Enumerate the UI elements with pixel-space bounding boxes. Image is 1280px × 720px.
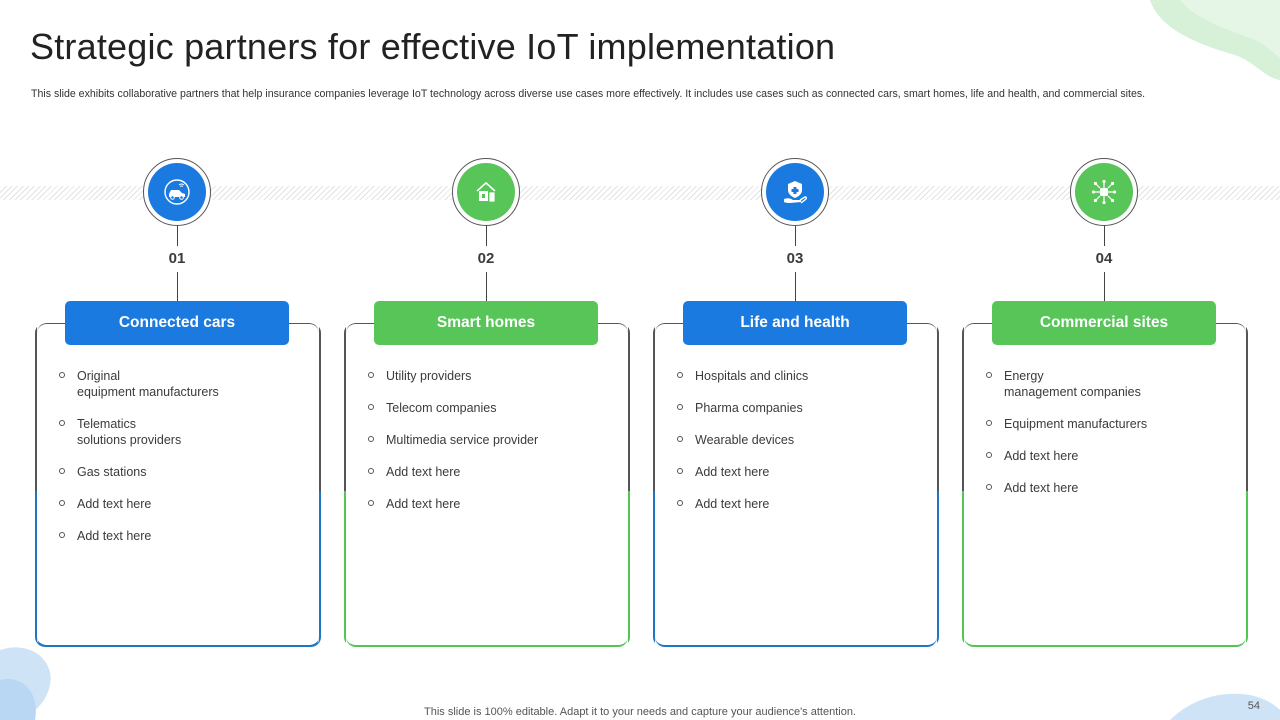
connector-line (795, 272, 796, 302)
commercial-network-icon (1075, 163, 1133, 221)
bullet-icon (59, 420, 65, 426)
decorative-blob-bottom-right (1170, 693, 1280, 720)
list-item: Utility providers (368, 368, 618, 384)
connector-line (486, 226, 487, 246)
bullet-icon (59, 468, 65, 474)
slide-subtitle: This slide exhibits collaborative partne… (31, 88, 1146, 100)
bullet-icon (59, 532, 65, 538)
list-item: Add text here (59, 528, 309, 544)
icon-ring (143, 158, 211, 226)
partner-list: Hospitals and clinics Pharma companies W… (677, 368, 927, 528)
smart-home-icon (457, 163, 515, 221)
column-connected-cars: 01 Connected cars Original equipment man… (35, 158, 321, 650)
list-item: Pharma companies (677, 400, 927, 416)
bullet-icon (677, 500, 683, 506)
list-item: Telematics solutions providers (59, 416, 309, 448)
list-item: Add text here (677, 496, 927, 512)
connected-car-icon (148, 163, 206, 221)
bullet-icon (368, 468, 374, 474)
health-shield-hand-icon (766, 163, 824, 221)
bullet-icon (677, 436, 683, 442)
list-item: Add text here (368, 464, 618, 480)
bullet-icon (677, 404, 683, 410)
icon-ring (1070, 158, 1138, 226)
page-number: 54 (1247, 700, 1260, 712)
list-item: Add text here (986, 448, 1236, 464)
slide-title: Strategic partners for effective IoT imp… (30, 26, 836, 67)
icon-ring (761, 158, 829, 226)
column-life-and-health: 03 Life and health Hospitals and clinics… (653, 158, 939, 650)
step-number: 04 (1095, 250, 1113, 267)
list-item: Wearable devices (677, 432, 927, 448)
category-header: Commercial sites (992, 301, 1216, 345)
connector-line (177, 226, 178, 246)
category-header: Connected cars (65, 301, 289, 345)
list-item: Hospitals and clinics (677, 368, 927, 384)
connector-line (486, 272, 487, 302)
step-number: 03 (786, 250, 804, 267)
column-smart-homes: 02 Smart homes Utility providers Telecom… (344, 158, 630, 650)
icon-ring (452, 158, 520, 226)
list-item: Original equipment manufacturers (59, 368, 309, 400)
category-header: Smart homes (374, 301, 598, 345)
bullet-icon (368, 436, 374, 442)
partner-list: Energy management companies Equipment ma… (986, 368, 1236, 512)
decorative-blob-bottom-left (0, 647, 51, 720)
footer-note: This slide is 100% editable. Adapt it to… (424, 706, 856, 718)
list-item: Gas stations (59, 464, 309, 480)
list-item: Multimedia service provider (368, 432, 618, 448)
bullet-icon (368, 500, 374, 506)
bullet-icon (986, 484, 992, 490)
step-number: 02 (477, 250, 495, 267)
partner-list: Original equipment manufacturers Telemat… (59, 368, 309, 560)
list-item: Equipment manufacturers (986, 416, 1236, 432)
category-header: Life and health (683, 301, 907, 345)
list-item: Energy management companies (986, 368, 1236, 400)
column-commercial-sites: 04 Commercial sites Energy management co… (962, 158, 1248, 650)
list-item: Add text here (677, 464, 927, 480)
list-item: Add text here (59, 496, 309, 512)
bullet-icon (986, 420, 992, 426)
partner-list: Utility providers Telecom companies Mult… (368, 368, 618, 528)
bullet-icon (59, 500, 65, 506)
bullet-icon (59, 372, 65, 378)
list-item: Telecom companies (368, 400, 618, 416)
connector-line (1104, 226, 1105, 246)
connector-line (795, 226, 796, 246)
bullet-icon (677, 372, 683, 378)
hatched-band (0, 186, 1280, 200)
bullet-icon (368, 404, 374, 410)
connector-line (1104, 272, 1105, 302)
list-item: Add text here (368, 496, 618, 512)
step-number: 01 (168, 250, 186, 267)
bullet-icon (986, 372, 992, 378)
bullet-icon (986, 452, 992, 458)
bullet-icon (368, 372, 374, 378)
bullet-icon (677, 468, 683, 474)
decorative-blob-top-right (1150, 0, 1280, 80)
list-item: Add text here (986, 480, 1236, 496)
connector-line (177, 272, 178, 302)
